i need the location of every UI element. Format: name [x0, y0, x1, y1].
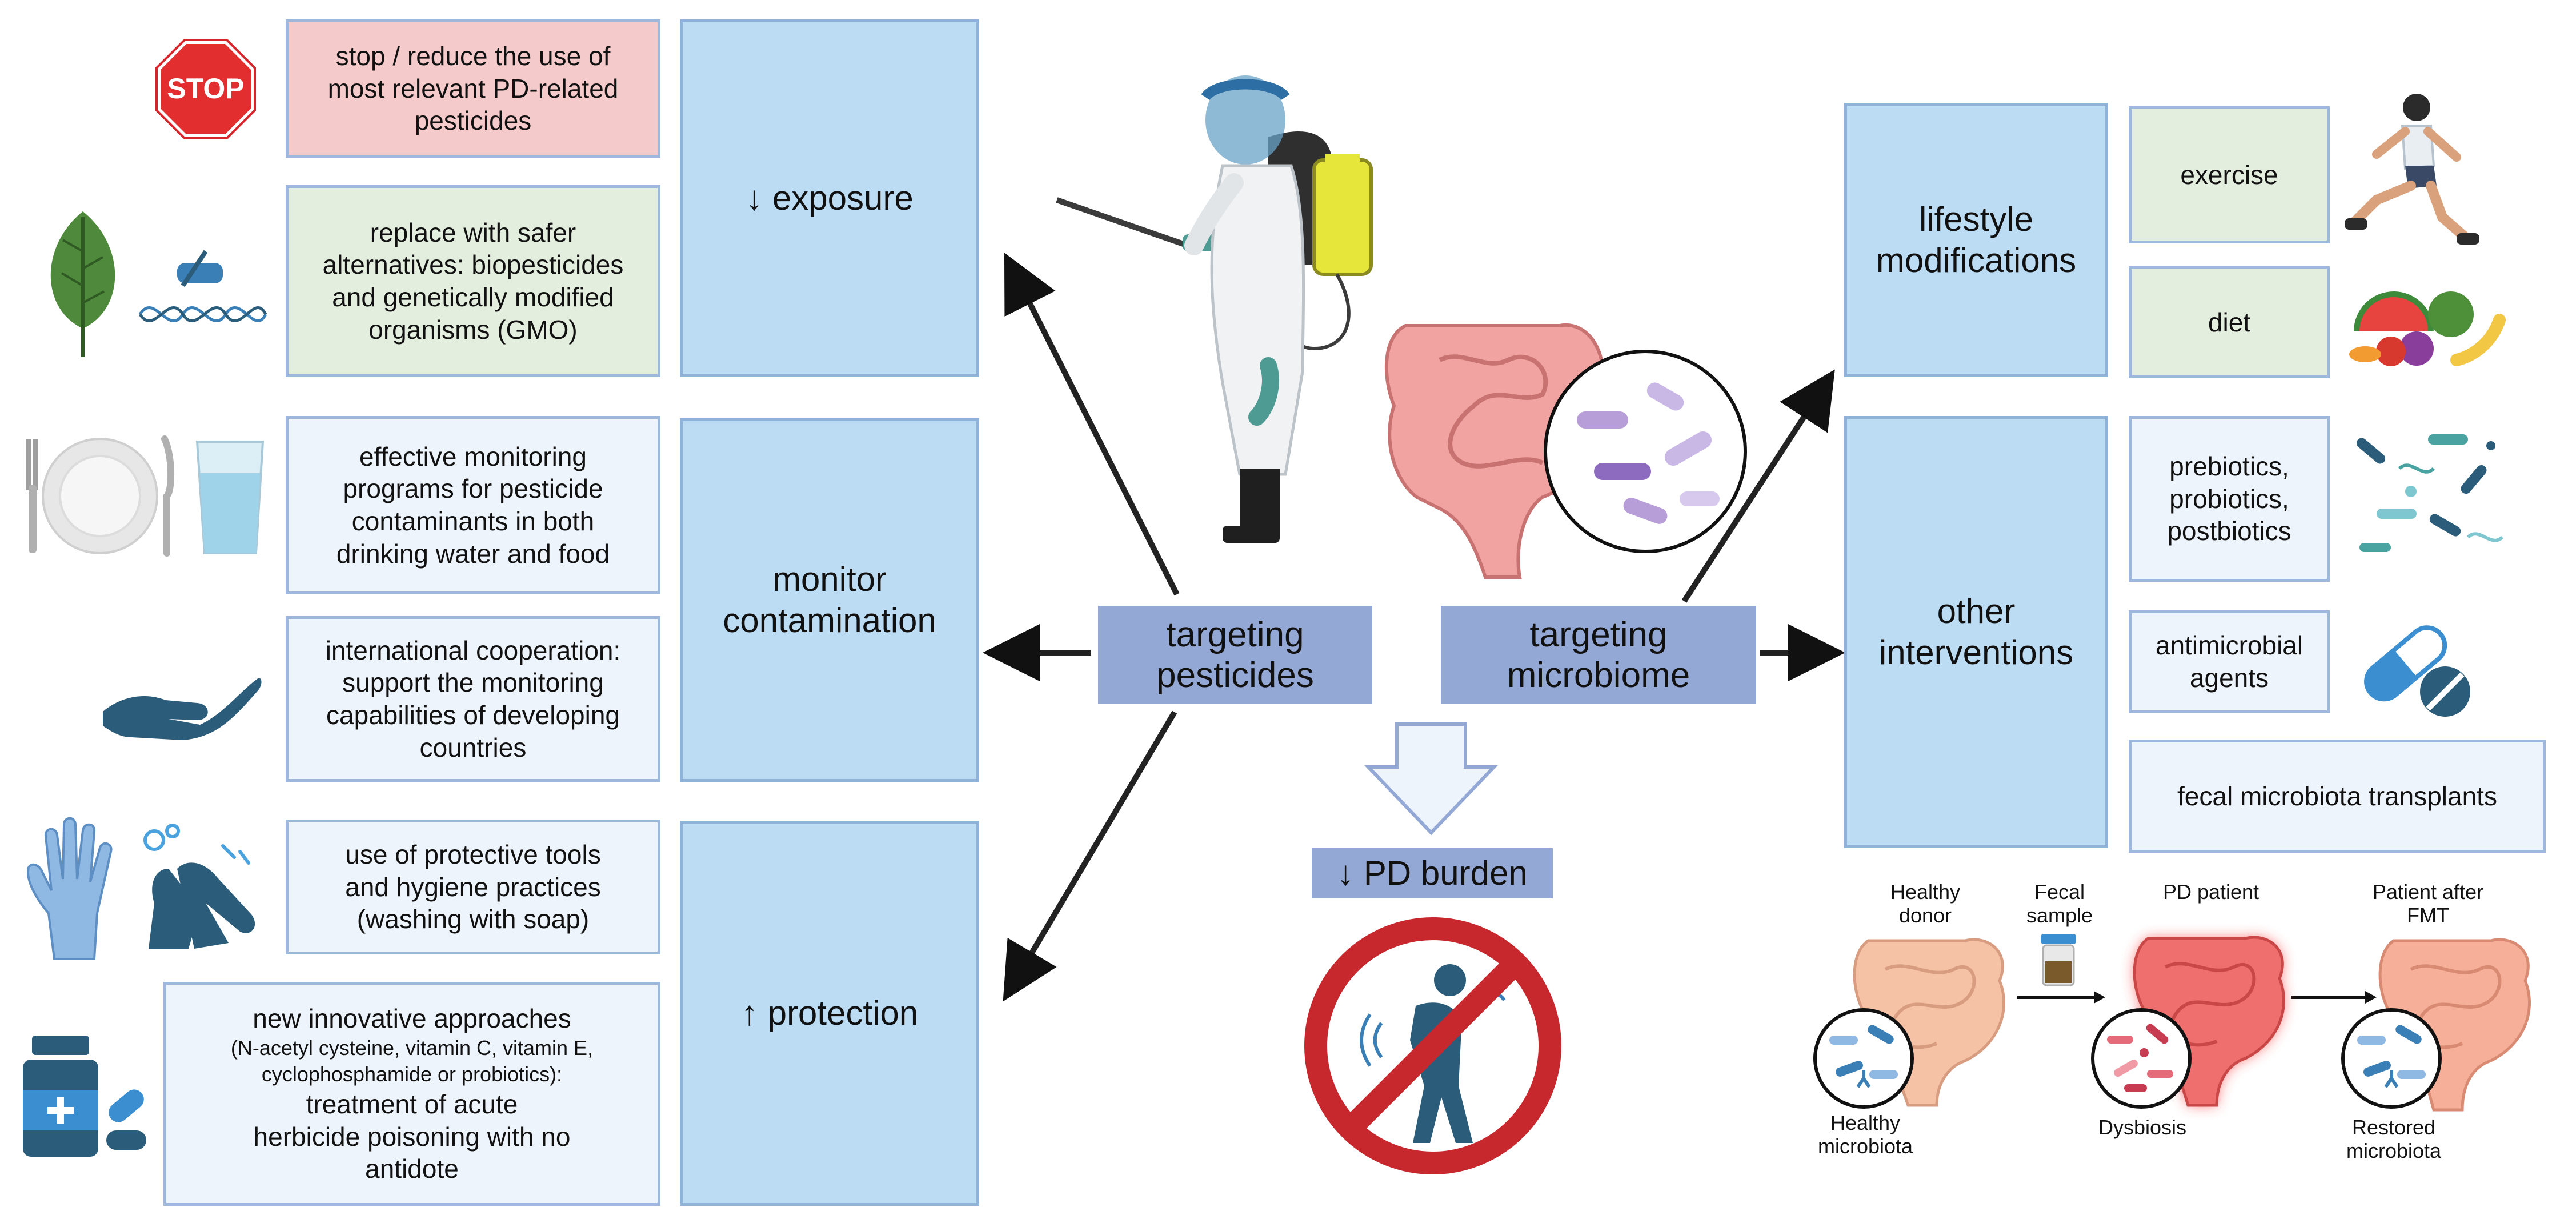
safer-alternatives-box: replace with safer alternatives: biopest…: [286, 185, 660, 377]
down-arrow-icon: [1364, 722, 1499, 836]
other-interventions-header: other interventions: [1844, 416, 2108, 848]
patient-after-fmt-label: Patient after FMT: [2372, 880, 2484, 928]
dysbiosis-microbiota-icon: [2091, 1008, 2192, 1109]
monitor-header-label: monitor contamination: [723, 560, 936, 640]
antimicrobial-text: antimicrobial agents: [2155, 630, 2303, 693]
medicine-bottle-icon: [23, 1036, 146, 1157]
other-interventions-label: other interventions: [1878, 592, 2074, 672]
capsule-pill-icon: [2364, 620, 2470, 717]
biotics-text: prebiotics, probiotics, postbiotics: [2167, 451, 2291, 546]
targeting-pesticides-node: targeting pesticides: [1098, 606, 1372, 704]
biotics-box: prebiotics, probiotics, postbiotics: [2129, 416, 2330, 582]
fecal-sample-jar-icon: [2041, 934, 2076, 986]
probiotic-bacteria-icon: [2356, 434, 2504, 552]
plate-water-icon: [26, 435, 265, 557]
arrow-to-protection: [1003, 710, 1177, 1002]
fmt-process-arrows: [2017, 991, 2377, 1004]
restored-microbiota-icon: [2341, 1008, 2442, 1109]
stop-pesticides-text: stop / reduce the use of most relevant P…: [327, 41, 619, 136]
international-cooperation-text: international cooperation: support the m…: [325, 635, 621, 762]
hand-washing-icon: [143, 824, 255, 949]
glove-icon: [27, 817, 113, 960]
fmt-text: fecal microbiota transplants: [2177, 781, 2497, 811]
innovative-approaches-title: new innovative approaches: [253, 1004, 571, 1034]
restored-microbiota-label: Restored microbiota: [2346, 1116, 2442, 1163]
no-parkinson-icon: [1304, 917, 1561, 1174]
healthy-microbiota-icon: [1813, 1008, 1914, 1109]
exercise-box: exercise: [2129, 106, 2330, 243]
protective-tools-box: use of protective tools and hygiene prac…: [286, 820, 660, 954]
dysbiosis-label: Dysbiosis: [2098, 1116, 2187, 1139]
leaf-icon: [50, 211, 115, 357]
monitor-header: monitor contamination: [680, 418, 979, 782]
monitoring-programs-text: effective monitoring programs for pestic…: [336, 441, 610, 569]
targeting-microbiome-node: targeting microbiome: [1441, 606, 1756, 704]
exercise-text: exercise: [2180, 159, 2278, 190]
running-person-icon: [2345, 94, 2479, 245]
stop-sign-icon: STOP: [155, 39, 256, 139]
stop-pesticides-box: stop / reduce the use of most relevant P…: [286, 19, 660, 158]
fecal-sample-label: Fecal sample: [2026, 880, 2093, 928]
innovative-approaches-treatment: treatment of acute herbicide poisoning w…: [253, 1089, 571, 1184]
dna-edit-icon: [138, 250, 267, 322]
targeting-microbiome-label: targeting microbiome: [1507, 614, 1690, 695]
diet-text: diet: [2208, 307, 2251, 337]
targeting-pesticides-label: targeting pesticides: [1156, 614, 1314, 695]
helping-hand-icon: [103, 678, 262, 740]
arrow-to-lifestyle: [1681, 369, 1835, 603]
svg-text:STOP: STOP: [167, 73, 244, 105]
innovative-approaches-box: new innovative approaches (N-acetyl cyst…: [163, 982, 660, 1206]
pd-burden-label: ↓ PD burden: [1337, 854, 1528, 892]
lifestyle-header: lifestyle modifications: [1844, 103, 2108, 377]
fruits-vegetables-icon: [2349, 291, 2506, 366]
healthy-microbiota-label: Healthy microbiota: [1817, 1111, 1913, 1158]
pd-patient-label: PD patient: [2162, 880, 2259, 904]
antimicrobial-box: antimicrobial agents: [2129, 610, 2330, 713]
protection-header-label: ↑ protection: [740, 994, 919, 1032]
fmt-box: fecal microbiota transplants: [2129, 740, 2546, 853]
international-cooperation-box: international cooperation: support the m…: [286, 616, 660, 782]
protection-header: ↑ protection: [680, 821, 979, 1206]
pd-burden-node: ↓ PD burden: [1312, 848, 1553, 898]
pesticide-sprayer-worker-icon: [1056, 75, 1373, 543]
arrow-to-exposure: [1004, 253, 1180, 596]
exposure-header: ↓ exposure: [680, 19, 979, 377]
exposure-header-label: ↓ exposure: [746, 179, 914, 217]
bacteria-magnifier-icon: [1544, 350, 1747, 553]
lifestyle-header-label: lifestyle modifications: [1876, 200, 2077, 279]
innovative-approaches-detail: (N-acetyl cysteine, vitamin C, vitamin E…: [230, 1036, 594, 1086]
protective-tools-text: use of protective tools and hygiene prac…: [345, 840, 601, 934]
healthy-donor-label: Healthy donor: [1890, 880, 1961, 928]
monitoring-programs-box: effective monitoring programs for pestic…: [286, 416, 660, 594]
diet-box: diet: [2129, 266, 2330, 378]
safer-alternatives-text: replace with safer alternatives: biopest…: [322, 217, 624, 345]
